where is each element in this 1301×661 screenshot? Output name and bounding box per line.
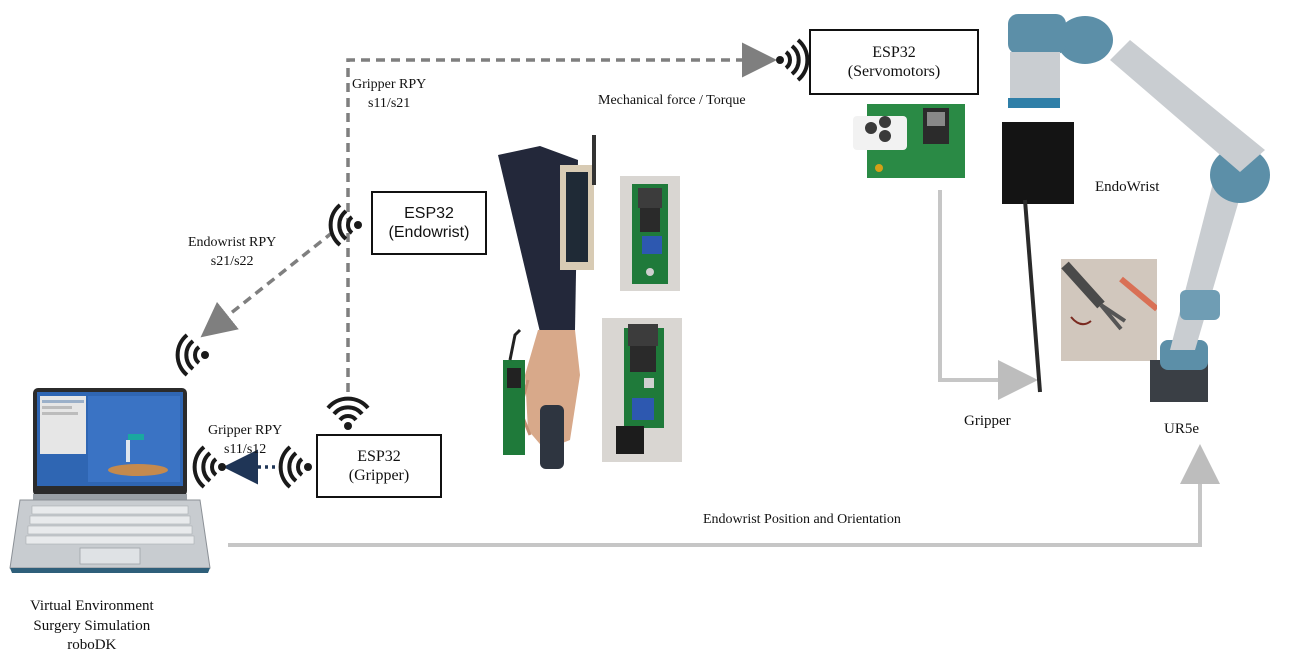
servo-to-gripper-line <box>938 190 1038 400</box>
box-title: ESP32 <box>872 43 916 61</box>
pcb-endowrist-photo <box>620 176 680 291</box>
box-title: ESP32 <box>404 204 454 222</box>
wifi-icon <box>278 445 312 489</box>
laptop-to-ur5e-line <box>228 444 1220 547</box>
box-subtitle: (Gripper) <box>348 467 410 484</box>
label-line: s21/s22 <box>210 253 254 269</box>
label-line: Surgery Simulation <box>33 617 151 634</box>
label-line: Gripper RPY <box>352 77 427 92</box>
endowrist-label: EndoWrist <box>1095 179 1160 195</box>
gripper-rpy-bottom-label: Gripper RPY s11/s12 <box>208 422 282 460</box>
mechanical-force-label: Mechanical force / Torque <box>598 93 746 108</box>
wifi-icon <box>776 38 810 82</box>
endowrist-tool-photo <box>1061 259 1157 361</box>
wifi-icon <box>175 333 209 377</box>
wifi-icon <box>326 396 370 430</box>
wifi-icon <box>328 203 362 247</box>
pcb-icon <box>853 104 965 178</box>
endowrist-position-label: Endowrist Position and Orientation <box>703 512 901 527</box>
pcb-icon <box>632 184 668 284</box>
label-line: roboDK <box>67 637 117 653</box>
servomotor-board-photo <box>851 100 968 181</box>
esp32-gripper-box: ESP32 (Gripper) <box>316 434 442 498</box>
esp32-endowrist-box: ESP32 (Endowrist) <box>371 191 487 255</box>
wifi-icon <box>192 445 226 489</box>
label-line: Gripper RPY <box>208 423 283 438</box>
label-line: s11/s12 <box>224 441 267 457</box>
pcb-gripper-photo <box>602 318 682 462</box>
esp32-servomotors-box: ESP32 (Servomotors) <box>809 29 979 95</box>
gripper-rpy-top-label: Gripper RPY s11/s21 <box>352 76 426 114</box>
label-line: s11/s21 <box>368 95 411 111</box>
endowrist-rpy-label: Endowrist RPY s21/s22 <box>188 234 276 272</box>
endowrist-to-laptop-dashed-line <box>200 230 335 338</box>
box-subtitle: (Endowrist) <box>388 224 470 241</box>
gripper-to-servo-dashed-line <box>346 42 777 392</box>
endowrist-tool-icon <box>1061 259 1157 361</box>
label-line: Virtual Environment <box>30 598 154 614</box>
gripper-label: Gripper <box>964 413 1011 429</box>
box-subtitle: (Servomotors) <box>847 63 941 80</box>
virtual-environment-label: Virtual Environment Surgery Simulation r… <box>30 597 154 656</box>
label-line: Endowrist RPY <box>188 235 277 250</box>
pcb-icon <box>616 324 664 454</box>
box-title: ESP32 <box>357 447 401 465</box>
ur5e-label: UR5e <box>1164 421 1199 437</box>
